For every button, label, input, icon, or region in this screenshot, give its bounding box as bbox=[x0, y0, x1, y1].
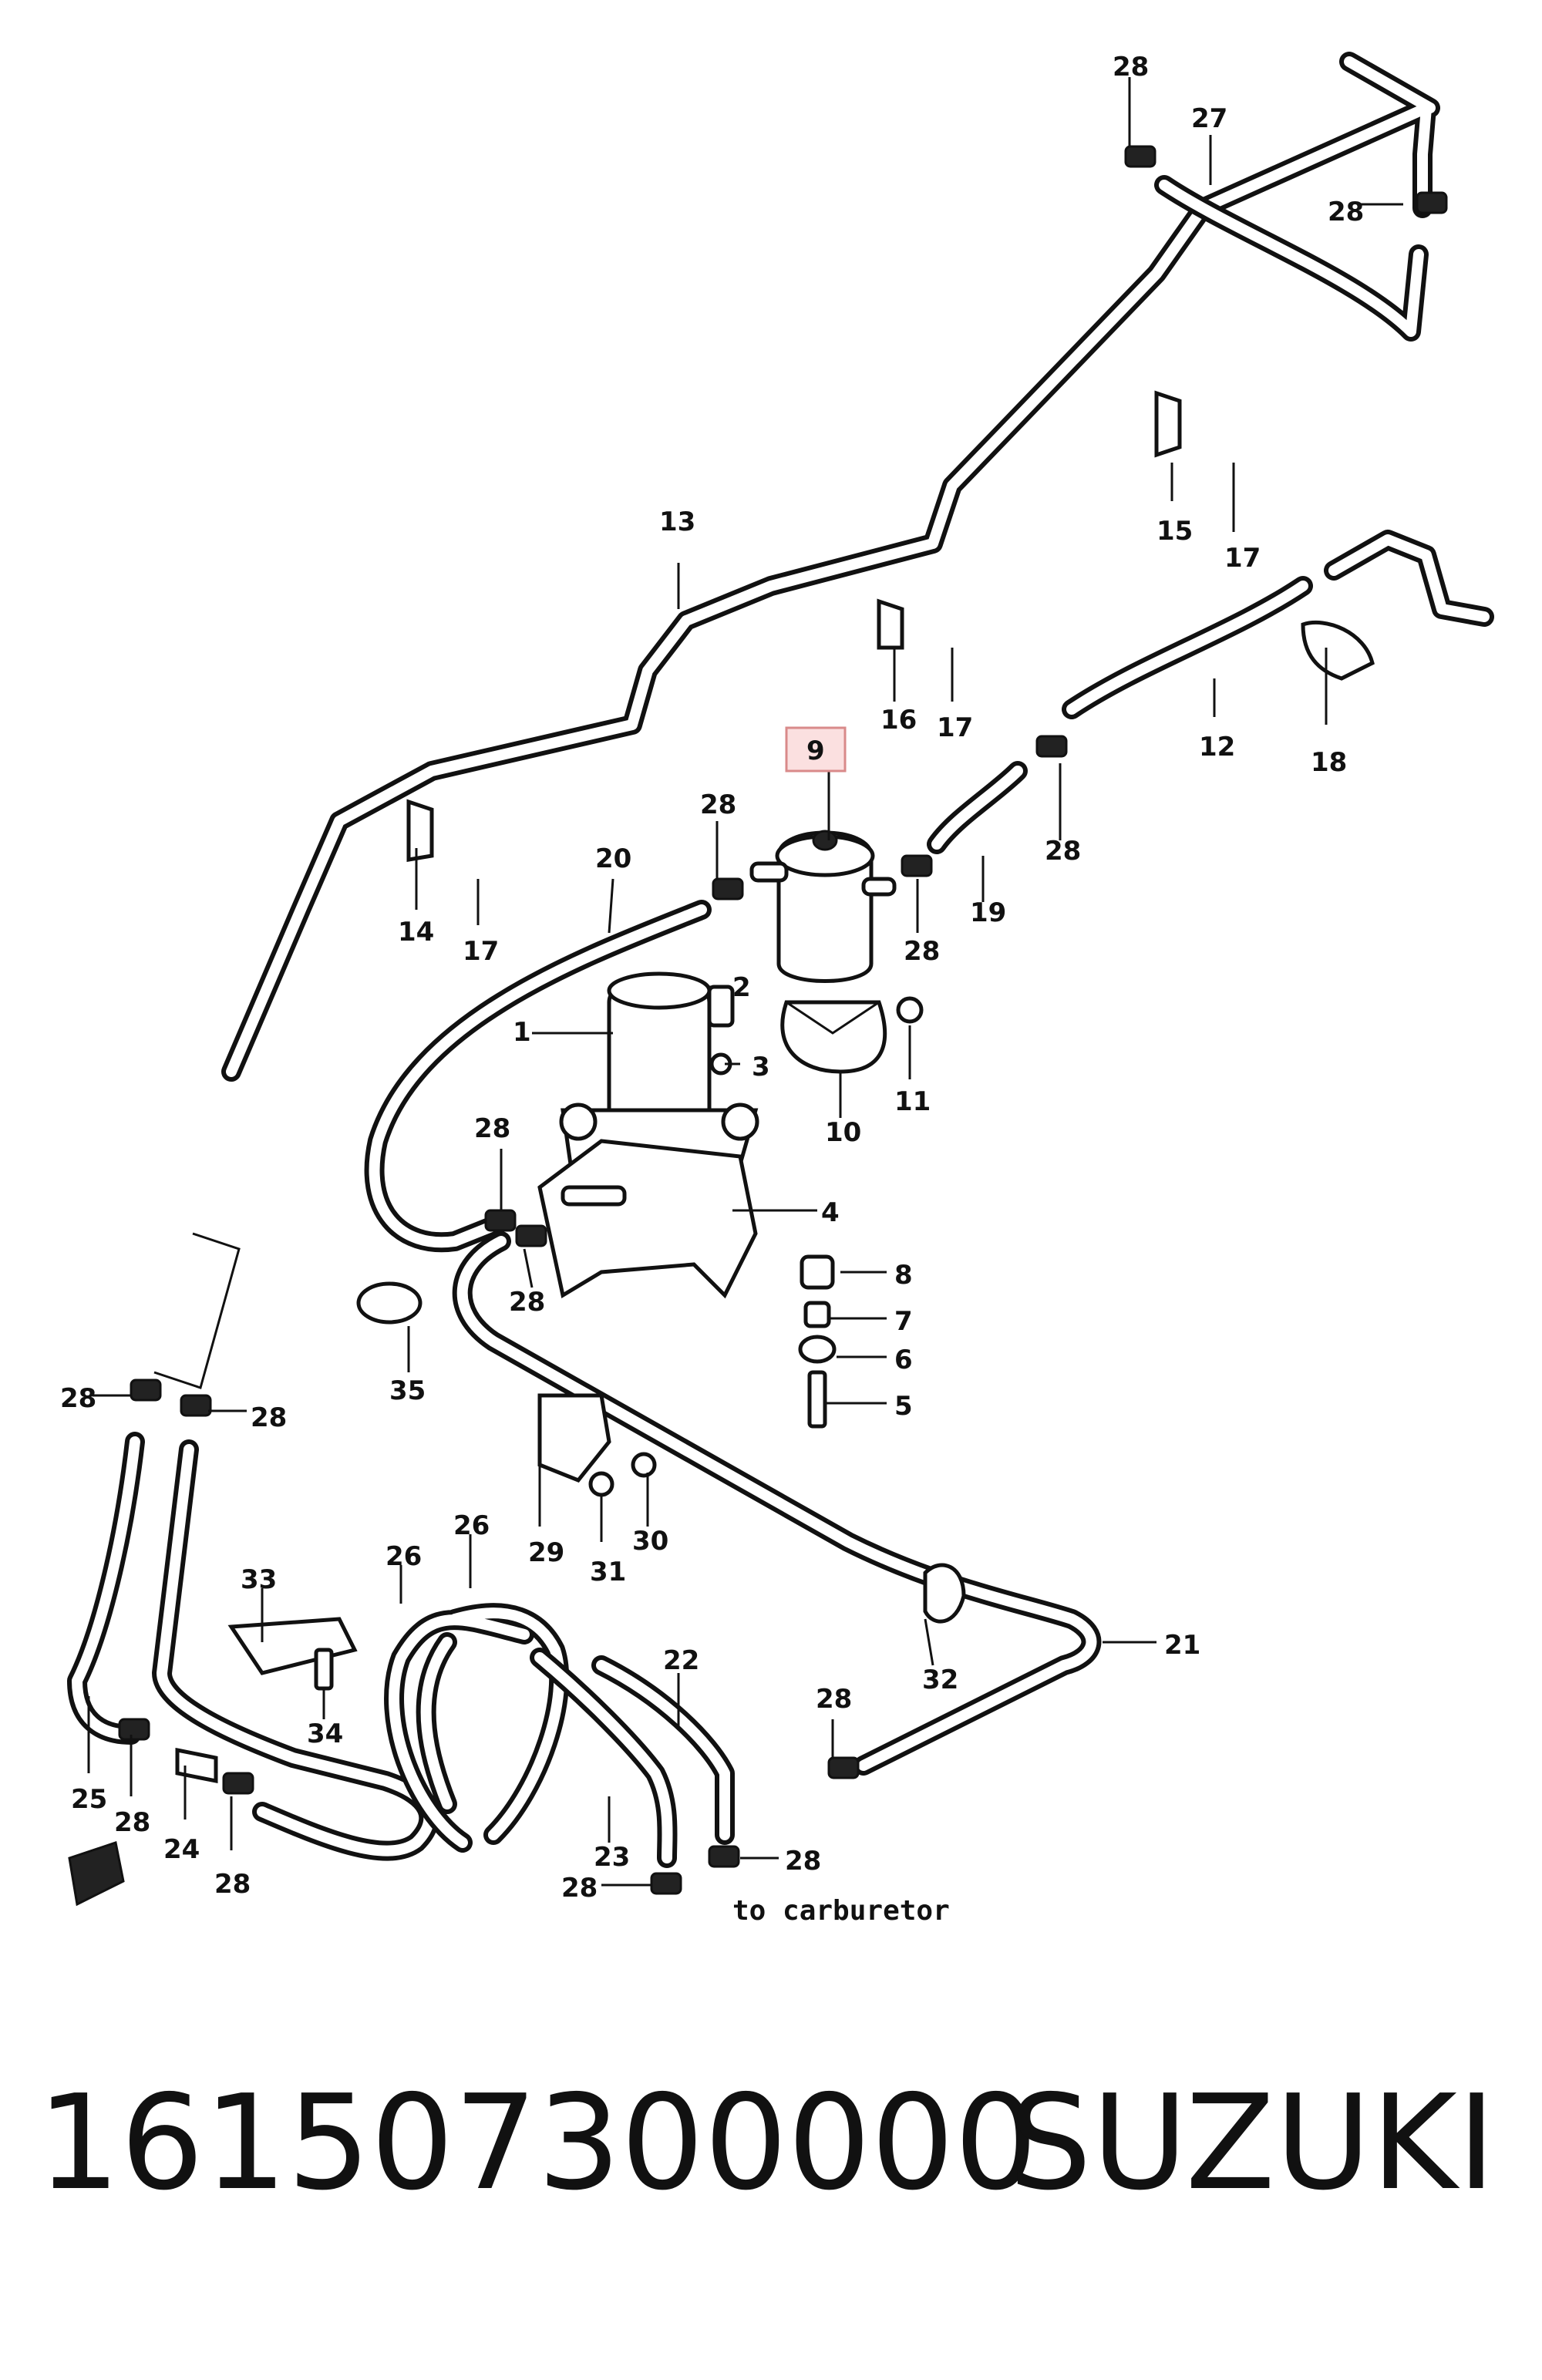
brand-name: SUZUKI bbox=[1008, 2067, 1496, 2220]
callout: 22 bbox=[663, 1645, 699, 1676]
callout: 28 bbox=[785, 1846, 821, 1877]
callout: 32 bbox=[922, 1665, 958, 1695]
callout: 18 bbox=[1311, 747, 1347, 778]
pipe-22 bbox=[591, 1655, 735, 1845]
carburetor-note: to carburetor bbox=[732, 1895, 950, 1927]
callout: 9 bbox=[806, 736, 825, 766]
pipe-13 bbox=[221, 52, 1440, 1082]
callout: 28 bbox=[561, 1873, 598, 1904]
pipe-23 bbox=[530, 1648, 678, 1868]
callout: 7 bbox=[894, 1306, 913, 1337]
callout: 28 bbox=[474, 1113, 510, 1144]
callout: 6 bbox=[894, 1345, 913, 1375]
filter-bracket bbox=[780, 1000, 887, 1074]
callout: 28 bbox=[1113, 52, 1149, 82]
bracket-outline bbox=[153, 1232, 241, 1389]
callout: 28 bbox=[509, 1287, 545, 1318]
callout: 28 bbox=[251, 1402, 287, 1433]
callout: 5 bbox=[894, 1391, 913, 1422]
callout: 31 bbox=[590, 1557, 626, 1587]
callout: 26 bbox=[386, 1541, 422, 1572]
callout: 3 bbox=[752, 1052, 770, 1082]
callout: 17 bbox=[463, 936, 499, 967]
callout: 25 bbox=[71, 1784, 107, 1815]
pipe-19 bbox=[927, 761, 1028, 854]
callout: 21 bbox=[1164, 1630, 1200, 1661]
callout: 10 bbox=[825, 1117, 861, 1148]
fuel-pump bbox=[537, 971, 759, 1299]
callout-labels: 28 27 28 15 17 13 16 17 12 18 9 28 20 19… bbox=[60, 52, 1364, 1927]
parts-diagram: 28 27 28 15 17 13 16 17 12 18 9 28 20 19… bbox=[60, 52, 1494, 1927]
footer: 161507300000 SUZUKI bbox=[0, 2051, 1542, 2251]
fuel-filter bbox=[749, 830, 897, 983]
callout: 20 bbox=[595, 843, 631, 874]
callout: 28 bbox=[816, 1684, 852, 1715]
part-number: 161507300000 bbox=[37, 2067, 1038, 2220]
hose-clamps bbox=[118, 145, 1448, 1895]
callout: 27 bbox=[1191, 103, 1227, 134]
callout: 17 bbox=[937, 712, 973, 743]
leader-lines bbox=[87, 77, 1403, 1887]
callout: 15 bbox=[1156, 516, 1193, 547]
callout: 16 bbox=[880, 705, 917, 736]
callout: 4 bbox=[821, 1197, 840, 1228]
callout: 28 bbox=[700, 789, 736, 820]
callout: 33 bbox=[241, 1564, 277, 1595]
pipe-26 bbox=[384, 1603, 570, 1853]
callout: 2 bbox=[732, 972, 751, 1003]
pipe-20 bbox=[364, 900, 712, 1253]
callout: 19 bbox=[970, 897, 1006, 928]
callout: 8 bbox=[894, 1260, 913, 1291]
callout: 24 bbox=[163, 1834, 200, 1865]
callout: 28 bbox=[60, 1383, 96, 1414]
callout: 30 bbox=[632, 1526, 668, 1557]
callout: 35 bbox=[389, 1375, 426, 1406]
callout: 29 bbox=[528, 1537, 564, 1568]
callout: 23 bbox=[594, 1842, 630, 1873]
callout: 28 bbox=[904, 936, 940, 967]
pipe-27 bbox=[1154, 175, 1429, 342]
callout: 34 bbox=[307, 1719, 343, 1749]
callout: 28 bbox=[1045, 836, 1081, 867]
callout: 1 bbox=[513, 1017, 531, 1048]
highlight-box bbox=[785, 726, 847, 773]
callout: 14 bbox=[398, 917, 434, 948]
callout: 28 bbox=[114, 1807, 150, 1838]
callout: 26 bbox=[453, 1510, 490, 1541]
callout: 28 bbox=[214, 1869, 251, 1900]
callout: 13 bbox=[659, 507, 695, 537]
callout: 28 bbox=[1328, 197, 1364, 227]
callout: 12 bbox=[1199, 732, 1235, 762]
callout: 11 bbox=[894, 1086, 931, 1117]
pipe-12 bbox=[1062, 530, 1494, 719]
callout: 17 bbox=[1224, 543, 1261, 574]
